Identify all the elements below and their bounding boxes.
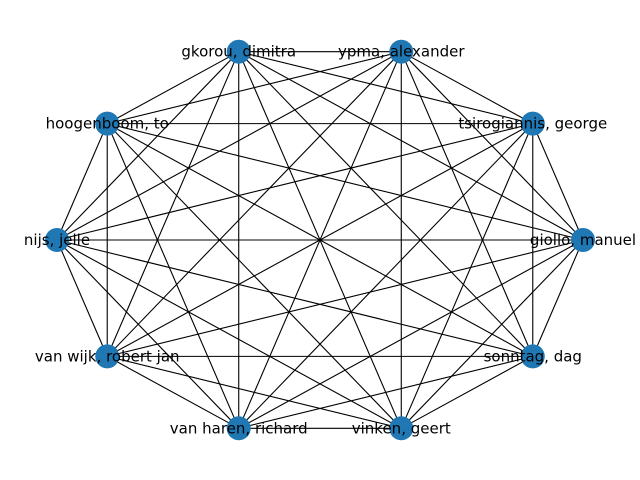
edge-5-7 <box>56 239 240 429</box>
node-2 <box>571 228 595 252</box>
node-label-1: tsirogiannis, george <box>458 115 607 133</box>
edge-0-3 <box>400 51 534 357</box>
edge-3-7 <box>56 239 533 357</box>
node-6 <box>95 344 120 369</box>
edge-7-9 <box>56 51 240 241</box>
edge-8-9 <box>106 51 239 125</box>
node-label-9: gkorou, dimitra <box>181 43 296 61</box>
node-label-3: sonntag, dag <box>484 347 582 365</box>
edge-3-9 <box>238 51 534 357</box>
edges-layer <box>56 51 584 429</box>
node-label-4: vinken, geert <box>352 419 451 437</box>
node-label-2: giollo, manuel <box>530 231 636 249</box>
edge-1-4 <box>400 123 534 429</box>
edge-1-2 <box>532 123 584 241</box>
node-4 <box>389 416 414 441</box>
node-label-7: nijs, jelle <box>24 231 90 249</box>
labels-layer: ypma, alexander tsirogiannis, george gioll… <box>24 43 636 438</box>
nodes-layer <box>45 39 595 441</box>
node-0 <box>389 39 414 64</box>
edge-1-9 <box>238 51 533 125</box>
node-label-5: van haren, richard <box>170 419 308 437</box>
edge-4-8 <box>106 123 402 429</box>
edge-3-4 <box>401 355 534 429</box>
node-1 <box>520 111 545 136</box>
edge-4-6 <box>107 355 402 429</box>
edge-7-8 <box>56 123 108 241</box>
edge-0-7 <box>56 51 402 241</box>
edge-6-9 <box>106 51 240 357</box>
node-label-8: hoogenboom, to <box>46 115 169 133</box>
edge-4-7 <box>56 239 402 429</box>
node-7 <box>45 228 69 252</box>
edge-4-9 <box>238 51 402 429</box>
edge-0-1 <box>401 51 534 125</box>
edge-2-3 <box>532 239 584 357</box>
node-9 <box>226 39 251 64</box>
node-label-6: van wijk, robert jan <box>35 347 180 365</box>
edge-5-6 <box>106 355 239 429</box>
edge-2-9 <box>238 51 584 241</box>
node-label-0: ypma, alexander <box>338 43 465 61</box>
edge-6-7 <box>56 239 108 357</box>
edge-2-5 <box>238 239 584 429</box>
edge-2-8 <box>107 123 584 241</box>
edge-5-8 <box>106 123 240 429</box>
node-3 <box>520 344 545 369</box>
node-8 <box>95 111 120 136</box>
node-5 <box>226 416 251 441</box>
